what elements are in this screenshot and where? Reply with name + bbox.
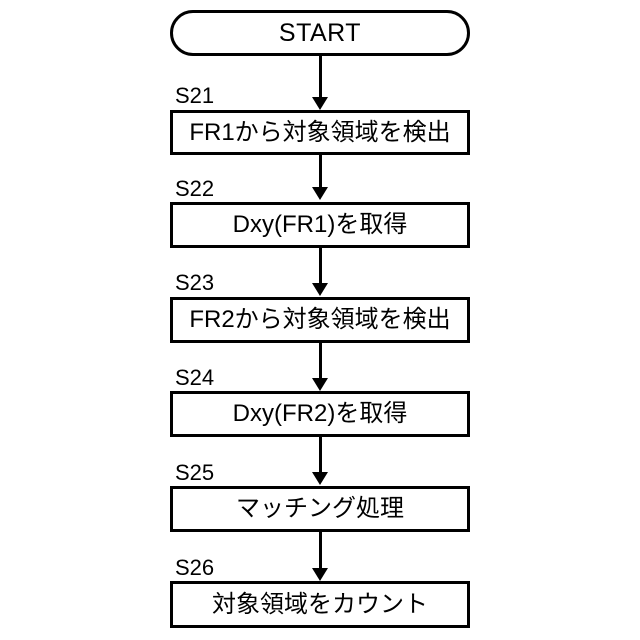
- step-tag-s22: S22: [175, 176, 215, 201]
- flow-node-s24: Dxy(FR2)を取得: [170, 391, 470, 437]
- flow-node-s21-label: FR1から対象領域を検出: [189, 118, 451, 146]
- step-tag-s23: S23: [175, 270, 215, 295]
- flow-node-s26: 対象領域をカウント: [170, 581, 470, 628]
- flow-node-s23: FR2から対象領域を検出: [170, 297, 470, 343]
- step-tag-s25: S25: [175, 460, 215, 485]
- flow-node-s25-label: マッチング処理: [236, 495, 404, 522]
- flow-node-s22-label: Dxy(FR1)を取得: [232, 211, 408, 238]
- flow-node-s25: マッチング処理: [170, 486, 470, 532]
- flow-node-s26-label: 対象領域をカウント: [212, 590, 428, 618]
- step-tag-s24: S24: [175, 365, 215, 390]
- flow-node-s24-label: Dxy(FR2)を取得: [232, 400, 408, 427]
- step-tag-s26: S26: [175, 555, 215, 580]
- flow-node-s23-label: FR2から対象領域を検出: [189, 306, 451, 333]
- flow-node-s21: FR1から対象領域を検出: [170, 110, 470, 155]
- step-tag-s21: S21: [175, 83, 215, 108]
- flow-node-s22: Dxy(FR1)を取得: [170, 202, 470, 248]
- flow-node-start: START: [170, 10, 470, 56]
- flow-node-start-label: START: [278, 18, 362, 47]
